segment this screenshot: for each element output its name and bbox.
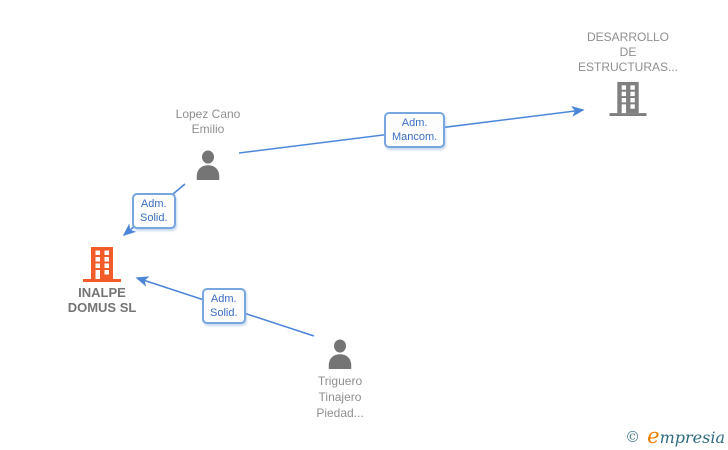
edge-label-adm-solid-1: Adm. Solid.: [132, 193, 176, 229]
empresia-watermark: © empresia: [625, 424, 725, 448]
watermark-brand-initial: e: [647, 424, 660, 448]
node-company-inalpe-domus-sl[interactable]: INALPE DOMUS SL: [42, 246, 162, 315]
building-icon: [609, 81, 647, 116]
edge-label-adm-mancom: Adm. Mancom.: [384, 112, 446, 148]
node-label-lopez-cano-emilio: Lopez Cano Emilio: [175, 107, 241, 136]
node-label-desarrollo-de-estructuras: DESARROLLO DE ESTRUCTURAS...: [577, 30, 678, 74]
node-person-lopez-cano-emilio[interactable]: Lopez Cano Emilio: [148, 107, 268, 180]
node-company-desarrollo-de-estructuras[interactable]: DESARROLLO DE ESTRUCTURAS...: [563, 30, 693, 116]
person-icon: [328, 339, 352, 369]
building-icon: [83, 247, 121, 282]
edge-label-adm-solid-2: Adm. Solid.: [202, 288, 246, 324]
person-icon: [196, 150, 220, 180]
node-label-inalpe-domus-sl: INALPE DOMUS SL: [67, 285, 137, 315]
watermark-brand-rest: mpresia: [659, 428, 725, 447]
node-label-triguero-tinajero-piedad: Triguero Tinajero Piedad...: [316, 374, 364, 420]
copyright-icon: ©: [625, 428, 641, 446]
node-person-triguero-tinajero-piedad[interactable]: Triguero Tinajero Piedad...: [280, 339, 400, 421]
